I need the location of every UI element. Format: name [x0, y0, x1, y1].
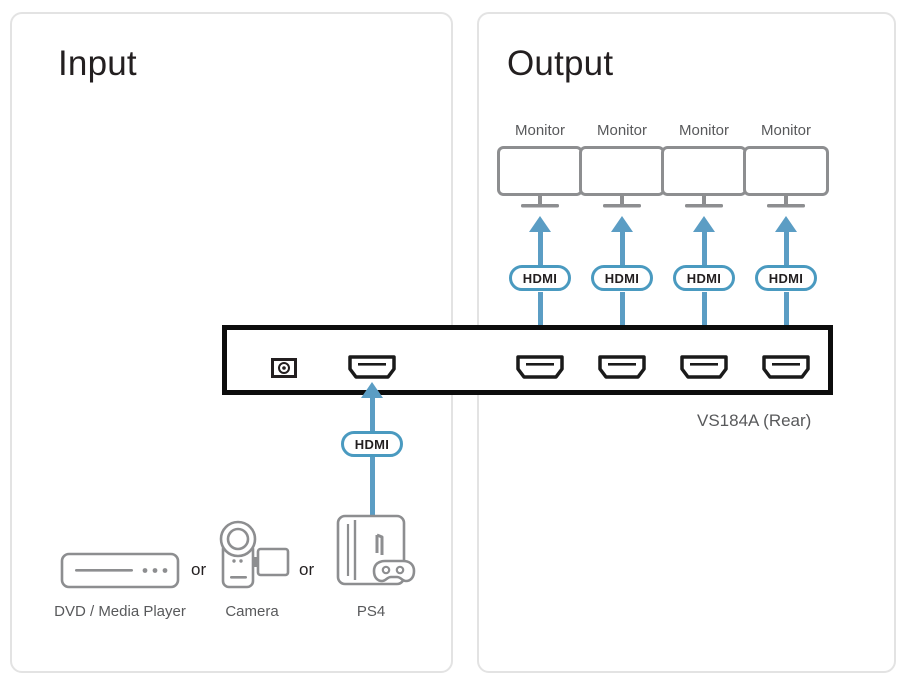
camera-icon [214, 519, 290, 594]
input-source-label-2: Camera [225, 603, 279, 620]
hdmi-badge-output-1: HDMI [509, 265, 571, 291]
monitor-label-4: Monitor [760, 122, 812, 139]
output-panel-title: Output [507, 44, 614, 83]
output-line-top-3 [701, 232, 707, 268]
monitor-icon-3 [660, 145, 748, 218]
hdmi-in-port [348, 355, 396, 379]
hdmi-out-port-2 [598, 355, 646, 379]
hdmi-out-port-4 [762, 355, 810, 379]
hdmi-badge-input: HDMI [341, 431, 403, 457]
output-line-bottom-3 [701, 292, 707, 351]
output-arrow-3 [693, 216, 715, 232]
power-jack-icon [271, 358, 297, 378]
ps4-console-icon [334, 513, 418, 596]
output-line-bottom-1 [537, 292, 543, 351]
input-source-label-1: DVD / Media Player [54, 603, 186, 620]
output-line-top-4 [783, 232, 789, 268]
hdmi-badge-output-4: HDMI [755, 265, 817, 291]
output-arrow-1 [529, 216, 551, 232]
output-arrow-2 [611, 216, 633, 232]
input-source-label-3: PS4 [356, 603, 386, 620]
unit-caption: VS184A (Rear) [697, 411, 812, 430]
output-line-bottom-2 [619, 292, 625, 351]
input-line-bottom [369, 457, 375, 515]
output-arrow-4 [775, 216, 797, 232]
monitor-icon-2 [578, 145, 666, 218]
hdmi-badge-output-3: HDMI [673, 265, 735, 291]
hdmi-out-port-1 [516, 355, 564, 379]
separator-or-1: or [191, 560, 207, 579]
monitor-icon-4 [742, 145, 830, 218]
output-line-bottom-4 [783, 292, 789, 351]
monitor-label-3: Monitor [678, 122, 730, 139]
input-line-top [369, 398, 375, 433]
output-line-top-2 [619, 232, 625, 268]
separator-or-2: or [299, 560, 315, 579]
output-line-top-1 [537, 232, 543, 268]
input-panel-title: Input [58, 44, 137, 83]
input-arrow [361, 382, 383, 398]
monitor-icon-1 [496, 145, 584, 218]
hdmi-out-port-3 [680, 355, 728, 379]
monitor-label-2: Monitor [596, 122, 648, 139]
monitor-label-1: Monitor [514, 122, 566, 139]
hdmi-badge-output-2: HDMI [591, 265, 653, 291]
dvd-media-player-icon [60, 552, 180, 597]
